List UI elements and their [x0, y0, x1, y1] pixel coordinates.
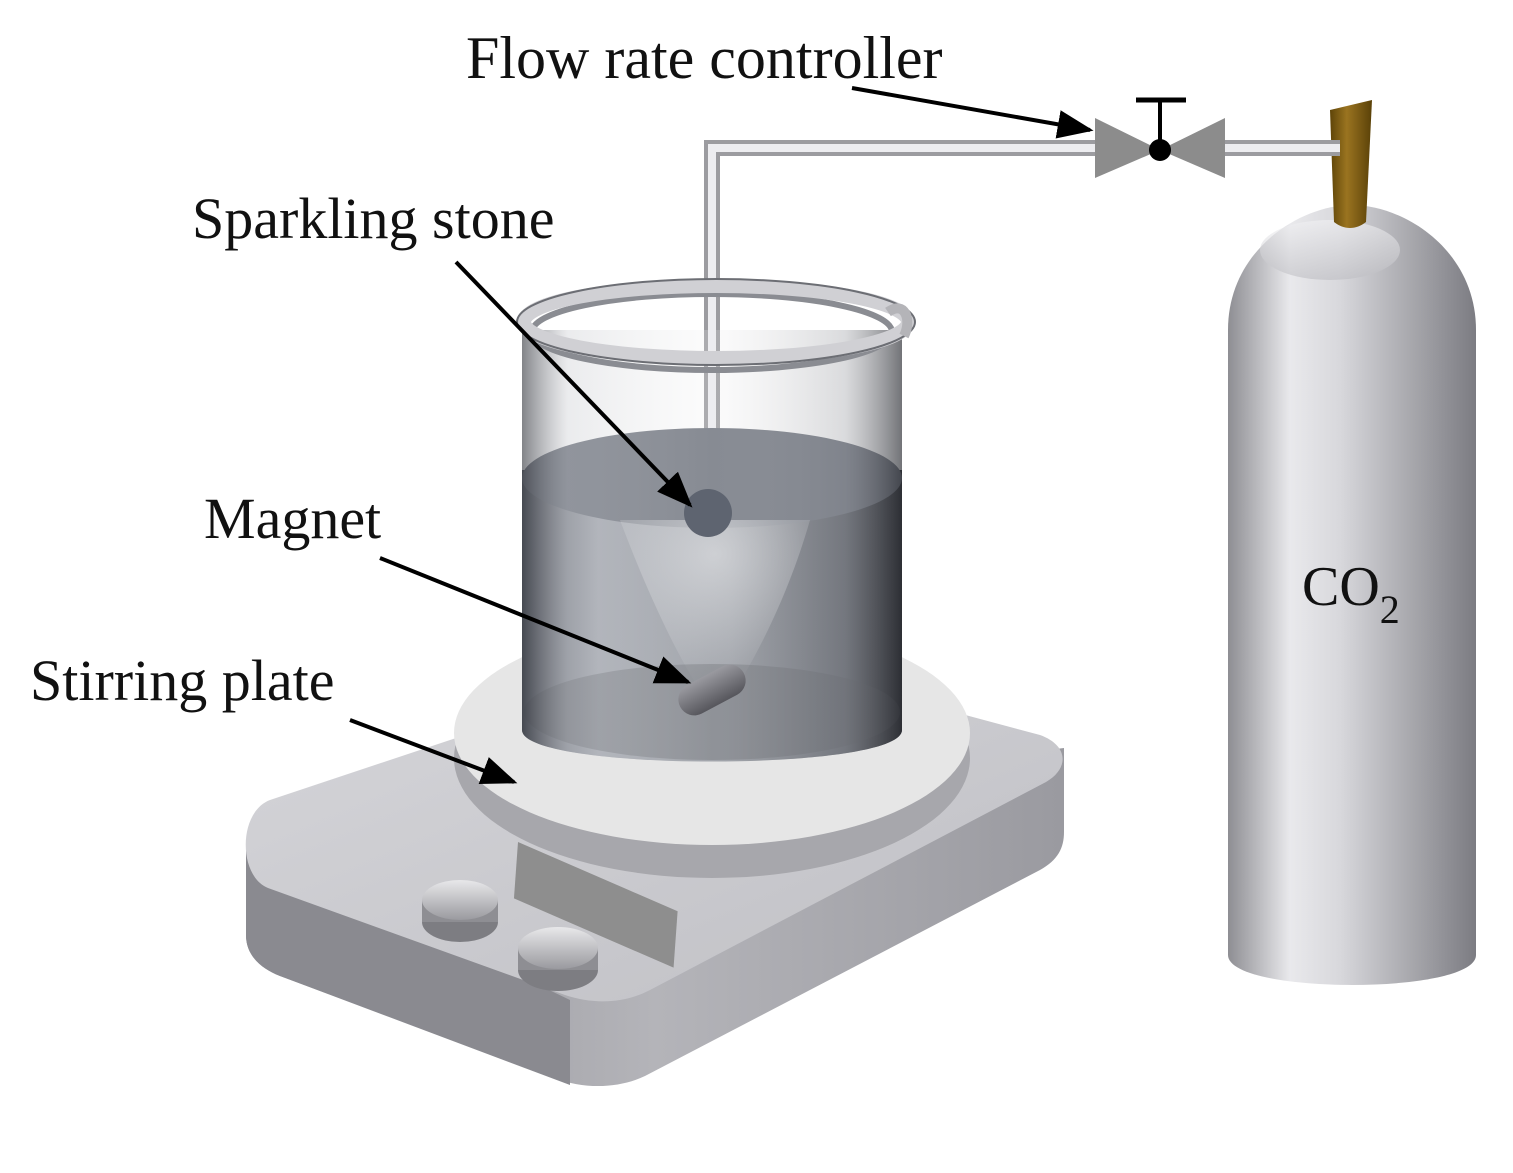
beaker-rim-outline [516, 278, 916, 366]
knob-upper[interactable] [422, 880, 498, 942]
sparkling-stone-label: Sparkling stone [192, 186, 554, 251]
sparkling-stone [684, 489, 732, 537]
leader-arrows [349, 86, 1094, 785]
display-screen [513, 842, 678, 968]
arrow-to-valve [851, 86, 1094, 139]
arrow-to-sparkling-stone [454, 260, 693, 508]
cylinder-gas-subscript: 2 [1380, 587, 1400, 632]
knob-lower[interactable] [518, 927, 598, 991]
flow-rate-controller-label: Flow rate controller [466, 25, 943, 91]
cylinder-shoulder-highlight [1260, 220, 1400, 280]
cylinder-body [1228, 205, 1476, 985]
cylinder-gas-formula: CO [1302, 556, 1380, 618]
cylinder-valve-cap [1330, 100, 1372, 228]
valve-pivot [1149, 139, 1171, 161]
valve-right-cone [1160, 118, 1225, 178]
stirring-plate-label: Stirring plate [30, 648, 334, 713]
co2-cylinder: CO2 [1228, 100, 1476, 985]
arrow-to-stirring-plate [349, 718, 518, 785]
valve-left-cone [1095, 118, 1160, 178]
cylinder-gas-label: CO2 [1302, 556, 1400, 632]
stir-bar-magnet [678, 664, 746, 716]
arrow-to-magnet [379, 556, 692, 684]
flow-rate-controller-valve [1095, 97, 1225, 178]
beaker-spout [885, 303, 913, 339]
magnet-label: Magnet [204, 486, 381, 551]
